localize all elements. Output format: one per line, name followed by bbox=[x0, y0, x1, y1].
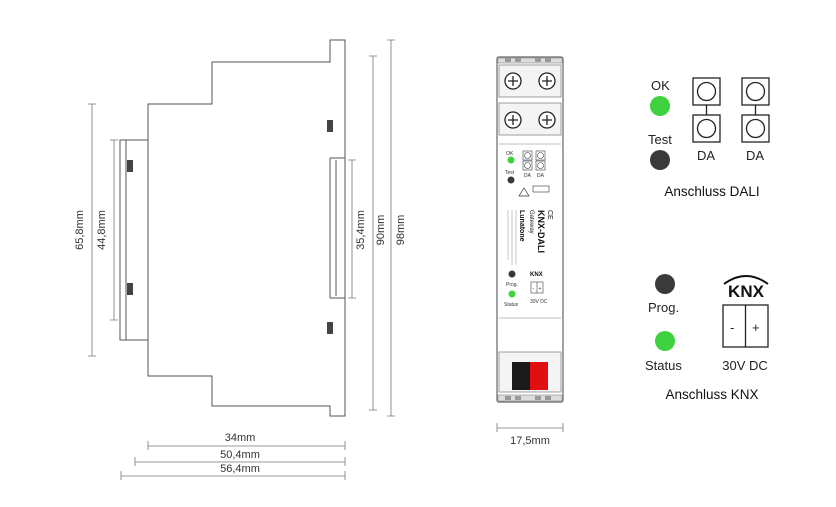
bottom-terminal-strip bbox=[497, 394, 563, 402]
ok-label: OK bbox=[651, 78, 670, 93]
dim-label-65-8: 65,8mm bbox=[74, 210, 86, 250]
dim-label-34: 34mm bbox=[225, 432, 256, 444]
dim-label-50-4: 50,4mm bbox=[220, 449, 260, 461]
test-label: Test bbox=[648, 132, 672, 147]
housing-profile bbox=[119, 39, 346, 417]
prog-label: Prog. bbox=[648, 300, 679, 315]
test-button-mini[interactable] bbox=[507, 176, 515, 184]
voltage-label-mini: 30V DC bbox=[530, 299, 548, 305]
device-body bbox=[496, 56, 564, 403]
knx-legend: Prog. Status KNX - + 30V DC Anschluss KN… bbox=[645, 274, 769, 402]
ce-mark: CE bbox=[546, 210, 553, 220]
dim-label-56-4: 56,4mm bbox=[220, 463, 260, 475]
product-label: KNX-DALI Gateway Lunatone CE bbox=[507, 210, 553, 265]
status-led-mini bbox=[508, 290, 516, 298]
da-label-1: DA bbox=[697, 148, 715, 163]
clip-hole bbox=[127, 283, 133, 295]
knx-logo-arc bbox=[723, 275, 769, 285]
knx-logo: KNX bbox=[728, 282, 765, 301]
front-width-dimension bbox=[496, 423, 564, 432]
vertical-dimensions bbox=[88, 39, 395, 417]
minus-mini: - bbox=[533, 286, 535, 292]
inner-step-lines bbox=[125, 140, 149, 340]
dim-label-44-8: 44,8mm bbox=[96, 210, 108, 250]
front-view: OK Test DA DA KNX-DALI Gateway Lunatone … bbox=[496, 56, 564, 403]
knx-plug-red bbox=[530, 362, 548, 390]
dim-label-98: 98mm bbox=[395, 215, 407, 246]
brand-name: Lunatone bbox=[518, 210, 525, 242]
knx-badge-mini bbox=[532, 185, 550, 193]
dim-label-90: 90mm bbox=[375, 215, 387, 246]
bottom-terminal-teeth bbox=[505, 396, 551, 400]
terminal-screw-icon bbox=[745, 81, 766, 102]
prog-button[interactable] bbox=[655, 274, 675, 294]
dali-terminal-1 bbox=[692, 77, 721, 143]
plus-sign: + bbox=[752, 320, 760, 335]
voltage-label: 30V DC bbox=[722, 358, 768, 373]
dali-terminals-mini bbox=[522, 150, 546, 171]
product-sub: Gateway bbox=[528, 210, 534, 234]
status-label: Status bbox=[645, 358, 682, 373]
prog-button-mini[interactable] bbox=[508, 270, 516, 278]
minus-sign: - bbox=[730, 320, 734, 335]
knx-plug-black bbox=[512, 362, 530, 390]
clip-hole bbox=[327, 322, 333, 334]
prog-label-mini: Prog. bbox=[506, 282, 518, 288]
da-label-mini-1: DA bbox=[524, 173, 532, 179]
clip-hole bbox=[127, 160, 133, 172]
side-view bbox=[119, 39, 346, 417]
status-led bbox=[655, 331, 675, 351]
terminal-screw-icon bbox=[745, 118, 766, 139]
clip-hole bbox=[327, 120, 333, 132]
dali-legend: OK Test DA DA Anschluss DALI bbox=[648, 77, 770, 199]
dim-label-17-5: 17,5mm bbox=[510, 435, 550, 447]
top-terminal-teeth bbox=[505, 58, 551, 62]
test-button[interactable] bbox=[650, 150, 670, 170]
knx-logo-mini: KNX bbox=[530, 272, 543, 278]
terminal-screw-icon bbox=[696, 81, 717, 102]
status-label-mini: Status bbox=[504, 302, 519, 308]
warning-icon bbox=[518, 187, 530, 197]
da-label-2: DA bbox=[746, 148, 764, 163]
din-rail-clip bbox=[329, 157, 345, 299]
ok-label-mini: OK bbox=[506, 151, 514, 157]
dali-terminal-2 bbox=[741, 77, 770, 143]
dim-label-35-4: 35,4mm bbox=[355, 210, 367, 250]
da-label-mini-2: DA bbox=[537, 173, 545, 179]
top-terminal-strip bbox=[497, 57, 563, 64]
dali-caption: Anschluss DALI bbox=[664, 184, 759, 199]
plus-mini: + bbox=[539, 286, 542, 292]
knx-caption: Anschluss KNX bbox=[665, 387, 758, 402]
terminal-screw-icon bbox=[696, 118, 717, 139]
product-name: KNX-DALI bbox=[536, 210, 546, 253]
ok-led-mini bbox=[507, 156, 515, 164]
screws bbox=[504, 72, 556, 129]
horizontal-dimensions bbox=[120, 441, 346, 480]
ok-led bbox=[650, 96, 670, 116]
clip-holes bbox=[127, 120, 333, 334]
test-label-mini: Test bbox=[505, 170, 515, 176]
